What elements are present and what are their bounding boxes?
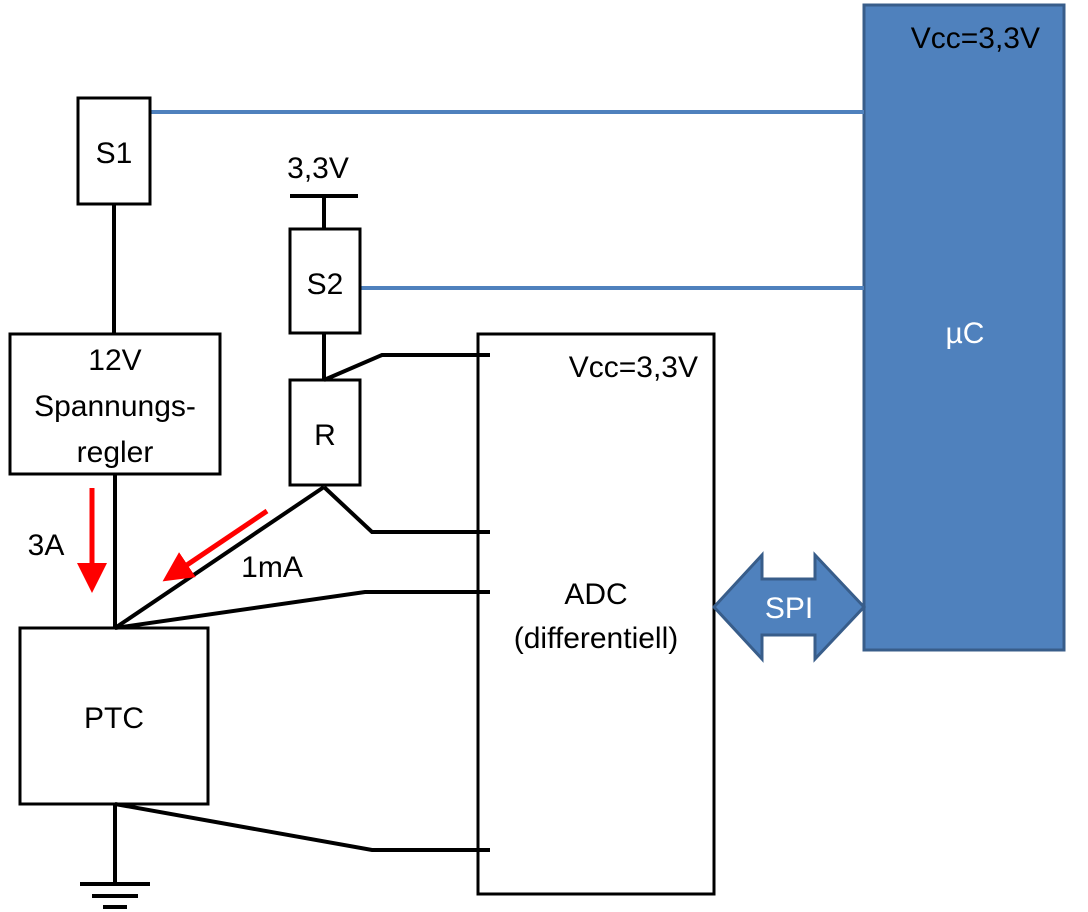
adc-block: Vcc=3,3V ADC (differentiell) <box>476 332 716 896</box>
switch-s2: S2 <box>288 227 362 335</box>
supply-label: 3,3V <box>287 152 349 185</box>
microcontroller-block: Vcc=3,3V µC <box>862 3 1066 652</box>
sense-current-arrow <box>162 508 269 582</box>
voltage-regulator: 12V Spannungs- regler <box>8 332 222 476</box>
spi-bus-arrow: SPI <box>711 551 867 663</box>
mcu-vcc-label: Vcc=3,3V <box>911 22 1040 55</box>
wire-ptc-top-adc <box>114 590 490 630</box>
regulator-line-2: Spannungs- <box>34 390 196 423</box>
wire-resistor-top-adc <box>323 353 490 382</box>
wire-resistor-bottom-adc <box>322 485 490 534</box>
regulator-line-1: 12V <box>88 344 141 377</box>
supply-3v3: 3,3V <box>287 152 358 229</box>
mcu-label: µC <box>946 317 985 350</box>
ptc-label: PTC <box>84 702 144 735</box>
s2-label: S2 <box>307 268 344 301</box>
wire-ptc-bottom-adc <box>114 802 490 852</box>
main-current-label: 3A <box>28 529 65 562</box>
adc-name-line-2: (differentiell) <box>514 622 679 655</box>
ptc-sensor: PTC <box>18 626 210 806</box>
switch-s1: S1 <box>76 96 152 206</box>
adc-name-line-1: ADC <box>564 578 627 611</box>
regulator-line-3: regler <box>77 436 154 469</box>
sense-current-label: 1mA <box>241 551 303 584</box>
s1-label: S1 <box>96 137 133 170</box>
ground-symbol <box>80 804 150 909</box>
resistor-r: R <box>288 378 362 487</box>
adc-vcc-label: Vcc=3,3V <box>569 351 698 384</box>
spi-label: SPI <box>765 592 813 625</box>
wire-resistor-ptc <box>113 485 326 630</box>
resistor-label: R <box>314 419 336 452</box>
